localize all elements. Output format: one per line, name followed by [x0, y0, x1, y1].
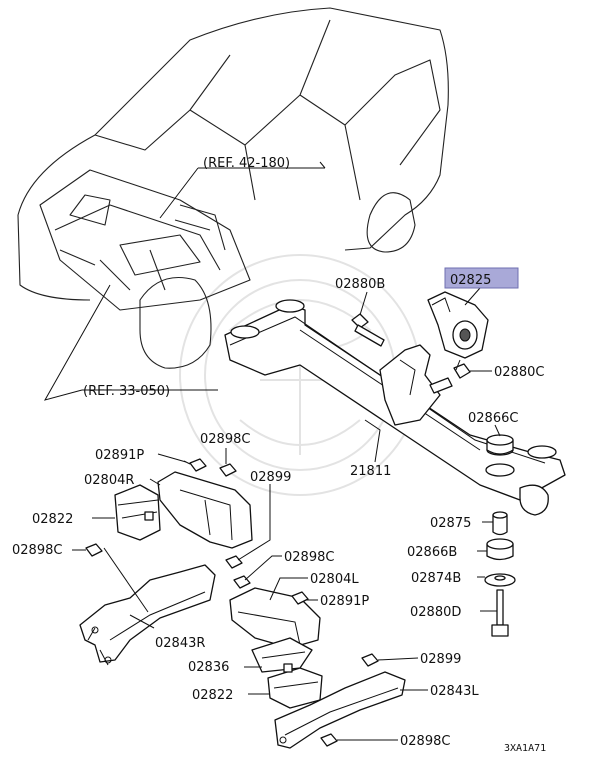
diagram-code: 3XA1A71 [504, 743, 546, 754]
nut-02898C-bottom [320, 733, 338, 747]
nut-02898C-top [219, 463, 237, 477]
label-02891P-left[interactable]: 02891P [95, 448, 144, 463]
vehicle-outline [17, 7, 449, 369]
label-02880B[interactable]: 02880B [335, 277, 385, 292]
insulator-02836 [251, 637, 313, 673]
part-labels: (REF. 42-180) (REF. 33-050) 02825 02880B… [12, 156, 546, 754]
bracket-02843R [79, 547, 216, 666]
bolt-02880D [491, 589, 509, 637]
bracket-02804R [157, 471, 253, 549]
engine-mount-02825 [427, 291, 489, 359]
bushing-02866C [486, 434, 514, 456]
bracket-02843L [274, 671, 406, 749]
nut-02891P-left [183, 458, 207, 472]
label-02804L[interactable]: 02804L [310, 572, 359, 587]
highlight-box [444, 267, 519, 289]
label-02822-left[interactable]: 02822 [32, 512, 73, 527]
bolt-02880B [351, 313, 385, 347]
washer-02874B [484, 573, 516, 587]
label-02825[interactable]: 02825 [450, 273, 491, 288]
label-21811[interactable]: 21811 [350, 464, 391, 479]
label-02898C-mid[interactable]: 02898C [284, 550, 334, 565]
label-02898C-left[interactable]: 02898C [12, 543, 62, 558]
label-02899-bottom[interactable]: 02899 [420, 652, 461, 667]
nut-02880C [453, 359, 471, 379]
label-02843R[interactable]: 02843R [155, 636, 205, 651]
nut-02891P-right [291, 591, 309, 605]
label-02898C-top[interactable]: 02898C [200, 432, 250, 447]
label-02891P-right[interactable]: 02891P [320, 594, 369, 609]
label-02880D[interactable]: 02880D [410, 605, 461, 620]
label-ref-33-050[interactable]: (REF. 33-050) [83, 384, 170, 399]
label-ref-42-180[interactable]: (REF. 42-180) [203, 156, 290, 171]
label-02866B[interactable]: 02866B [407, 545, 457, 560]
label-02866C[interactable]: 02866C [468, 411, 518, 426]
insulator-02822-left [114, 484, 161, 541]
nut-02899-top [225, 555, 243, 569]
label-02899-top[interactable]: 02899 [250, 470, 291, 485]
label-02898C-bottom[interactable]: 02898C [400, 734, 450, 749]
sleeve-02875 [492, 511, 508, 536]
label-02843L[interactable]: 02843L [430, 684, 479, 699]
label-02874B[interactable]: 02874B [411, 571, 461, 586]
label-02822-bottom[interactable]: 02822 [192, 688, 233, 703]
label-02875[interactable]: 02875 [430, 516, 471, 531]
crossmember [224, 299, 566, 516]
label-02804R[interactable]: 02804R [84, 473, 134, 488]
nut-02898C-left [85, 543, 103, 557]
label-02880C[interactable]: 02880C [494, 365, 544, 380]
leader-lines [43, 161, 501, 741]
bushing-02866B [486, 538, 514, 561]
nut-02899-bottom [361, 653, 379, 667]
label-02836[interactable]: 02836 [188, 660, 229, 675]
